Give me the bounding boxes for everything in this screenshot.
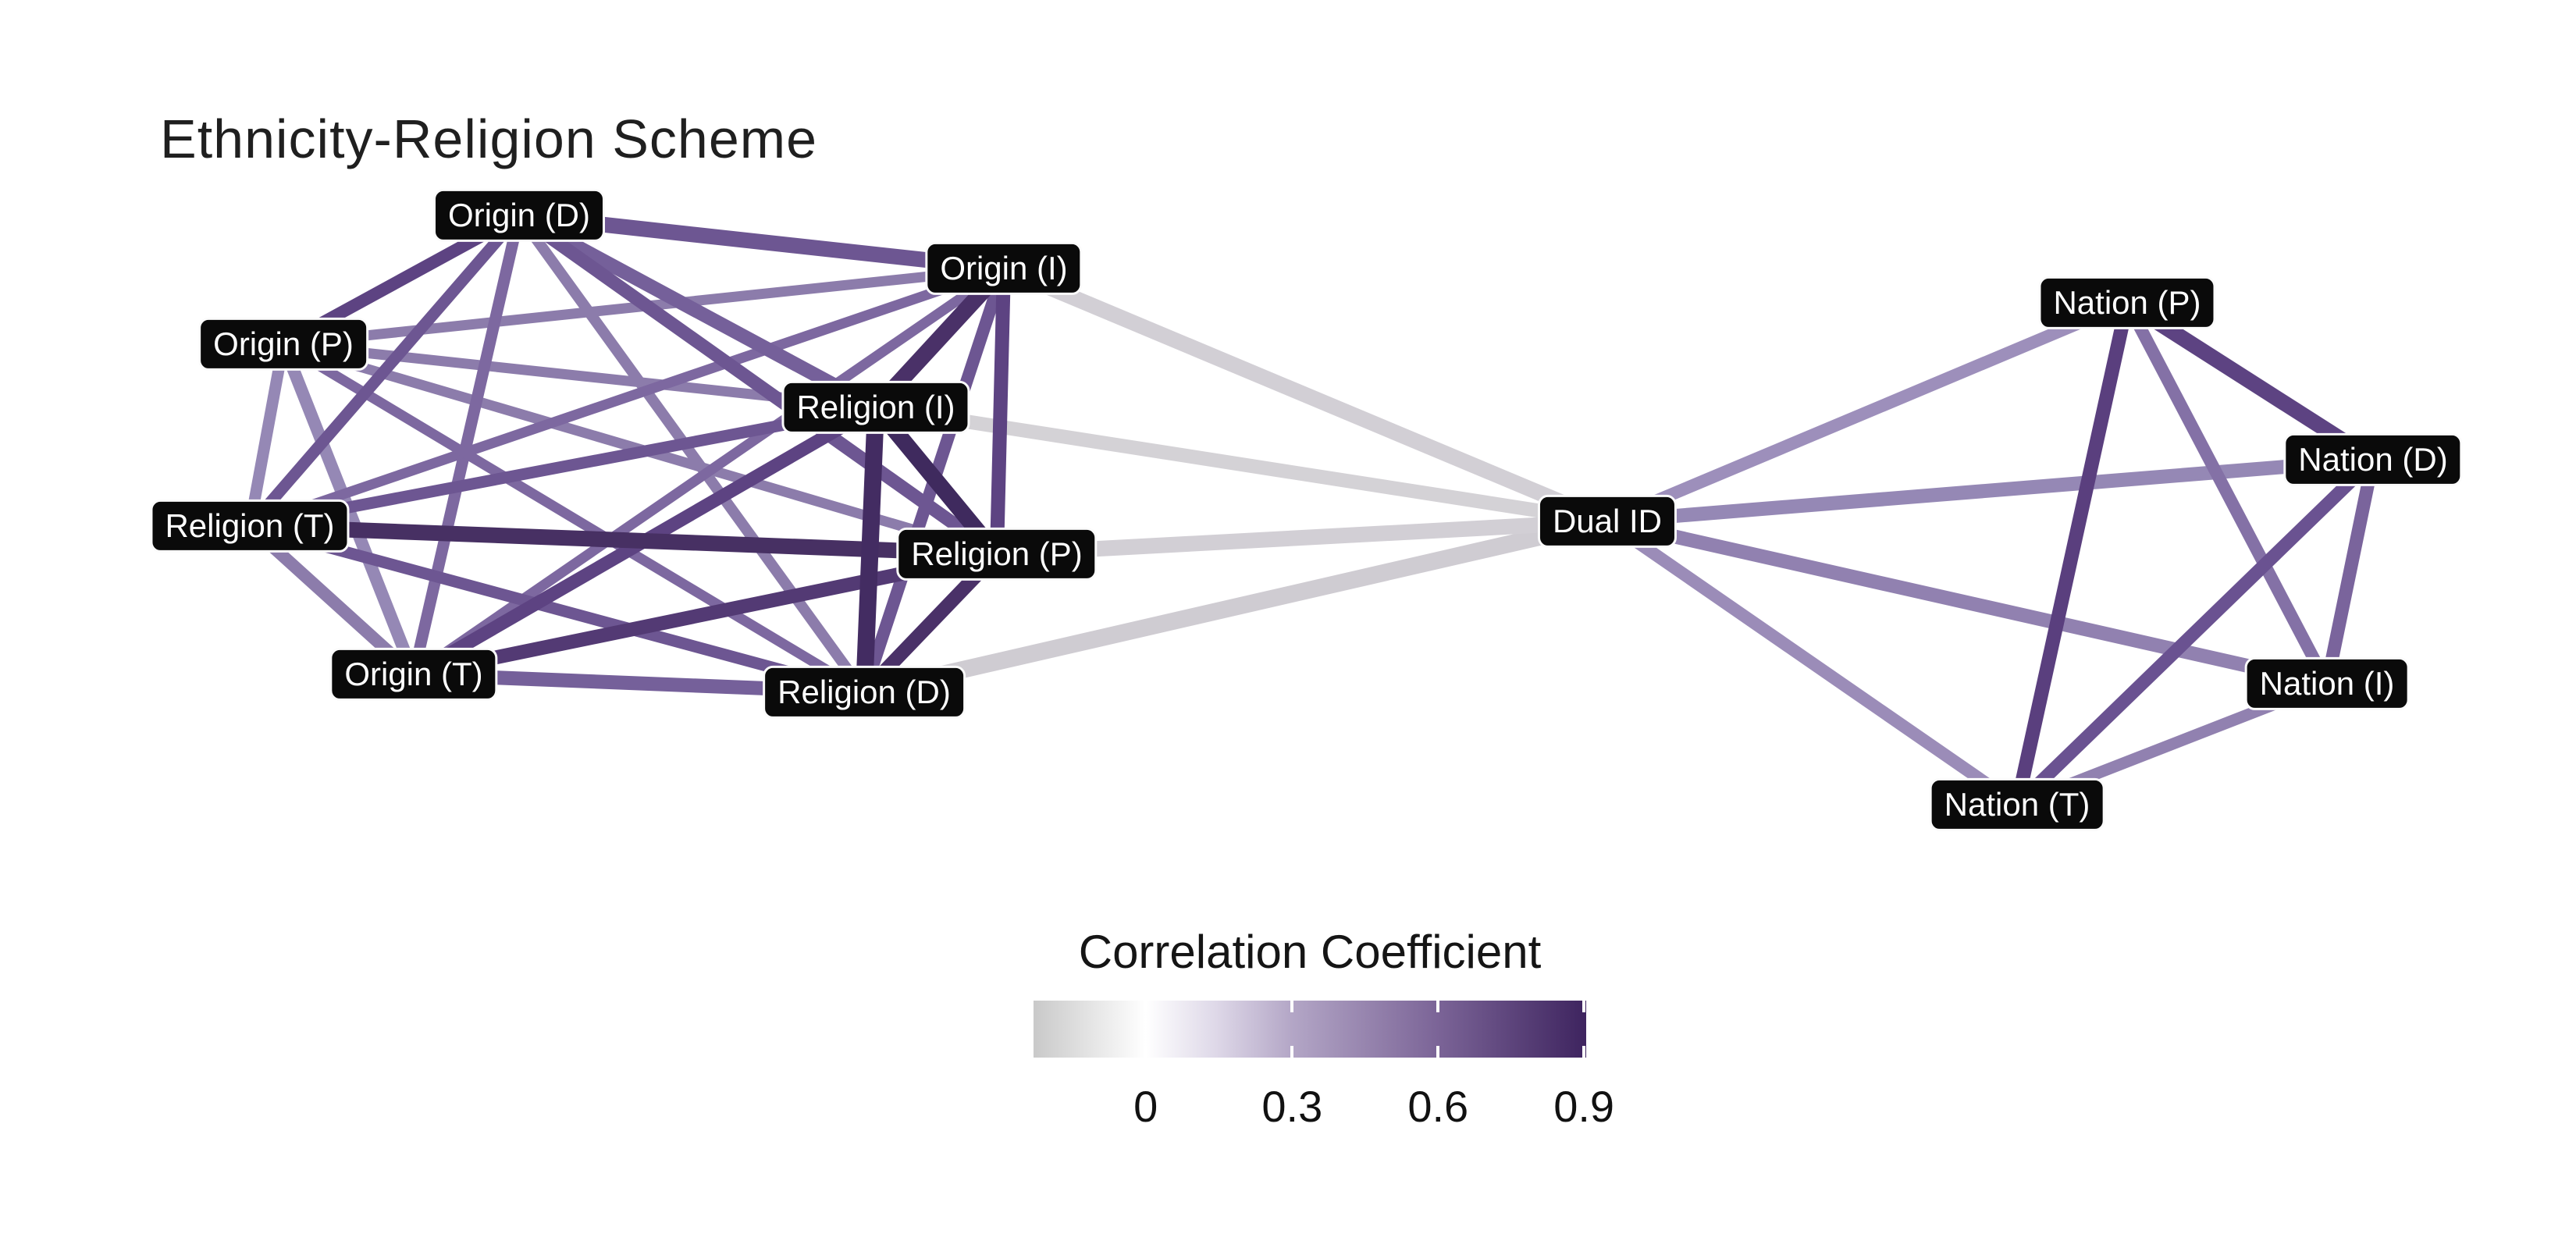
edge-nation_d-nation_i xyxy=(2320,458,2380,685)
edge-dual_id-nation_i xyxy=(1606,514,2329,691)
edge-origin_d-religion_i xyxy=(515,209,880,414)
colorbar-tick-label: 0.3 xyxy=(1261,1082,1323,1131)
edge-religion_i-religion_t xyxy=(248,401,877,532)
colorbar-tick-mark xyxy=(1436,1046,1440,1058)
colorbar xyxy=(1034,1001,1586,1058)
edge-religion_p-dual_id xyxy=(996,514,1608,562)
edge-dual_id-nation_d xyxy=(1606,453,2374,528)
node-label-religion-p: Religion (P) xyxy=(896,527,1098,581)
colorbar-tick-mark xyxy=(1436,1001,1440,1012)
node-label-origin-i: Origin (I) xyxy=(925,241,1083,296)
colorbar-title: Correlation Coefficient xyxy=(1078,926,1542,978)
edge-origin_i-dual_id xyxy=(1001,261,1610,529)
colorbar-tick-label: 0.9 xyxy=(1553,1082,1615,1131)
edge-origin_p-religion_d xyxy=(280,340,867,697)
edge-nation_p-nation_i xyxy=(2121,300,2333,687)
colorbar-tick-mark xyxy=(1290,1001,1294,1012)
edge-origin_d-origin_t xyxy=(407,214,525,676)
edge-dual_id-nation_p xyxy=(1604,297,2130,528)
node-label-origin-d: Origin (D) xyxy=(432,188,606,243)
edge-dual_id-nation_t xyxy=(1603,516,2021,810)
edge-nation_d-nation_t xyxy=(2012,454,2378,810)
node-label-nation-d: Nation (D) xyxy=(2283,432,2463,487)
node-label-religion-d: Religion (D) xyxy=(763,665,966,720)
node-label-religion-t: Religion (T) xyxy=(150,499,350,553)
edge-origin_i-religion_p xyxy=(990,268,1011,555)
edge-origin_d-religion_d xyxy=(514,212,869,696)
node-label-dual-id: Dual ID xyxy=(1537,494,1678,549)
node-label-origin-t: Origin (T) xyxy=(329,647,498,702)
colorbar-tick-mark xyxy=(1144,1046,1147,1058)
edge-nation_p-nation_t xyxy=(2010,301,2134,806)
edge-origin_d-religion_t xyxy=(245,212,524,530)
node-label-origin-p: Origin (P) xyxy=(198,317,368,372)
chart-title: Ethnicity-Religion Scheme xyxy=(160,108,818,169)
colorbar-tick-row: 0 0.3 0.6 0.9 xyxy=(1034,1081,1614,1136)
edge-religion_t-religion_d xyxy=(248,520,866,699)
colorbar-tick-mark xyxy=(1582,1046,1586,1058)
node-label-nation-t: Nation (T) xyxy=(1929,777,2105,832)
colorbar-tick-label: 0 xyxy=(1133,1082,1158,1131)
edge-origin_d-religion_p xyxy=(515,210,1001,560)
colorbar-tick-mark xyxy=(1144,1001,1147,1012)
edge-origin_i-religion_t xyxy=(247,263,1006,532)
edge-religion_d-dual_id xyxy=(862,513,1610,701)
edge-origin_p-religion_t xyxy=(244,343,290,528)
node-label-nation-p: Nation (P) xyxy=(2038,276,2216,330)
node-label-nation-i: Nation (I) xyxy=(2244,656,2410,711)
edge-religion_i-dual_id xyxy=(874,400,1609,528)
colorbar-tick-label: 0.6 xyxy=(1407,1082,1469,1131)
colorbar-legend: Correlation Coefficient 0 0.3 0.6 0.9 xyxy=(1034,925,1614,1136)
edge-religion_i-religion_d xyxy=(856,407,884,693)
edge-origin_i-origin_t xyxy=(411,264,1007,679)
colorbar-tick-mark xyxy=(1582,1001,1586,1012)
colorbar-tick-mark xyxy=(1290,1046,1294,1058)
node-label-religion-i: Religion (I) xyxy=(781,380,970,435)
